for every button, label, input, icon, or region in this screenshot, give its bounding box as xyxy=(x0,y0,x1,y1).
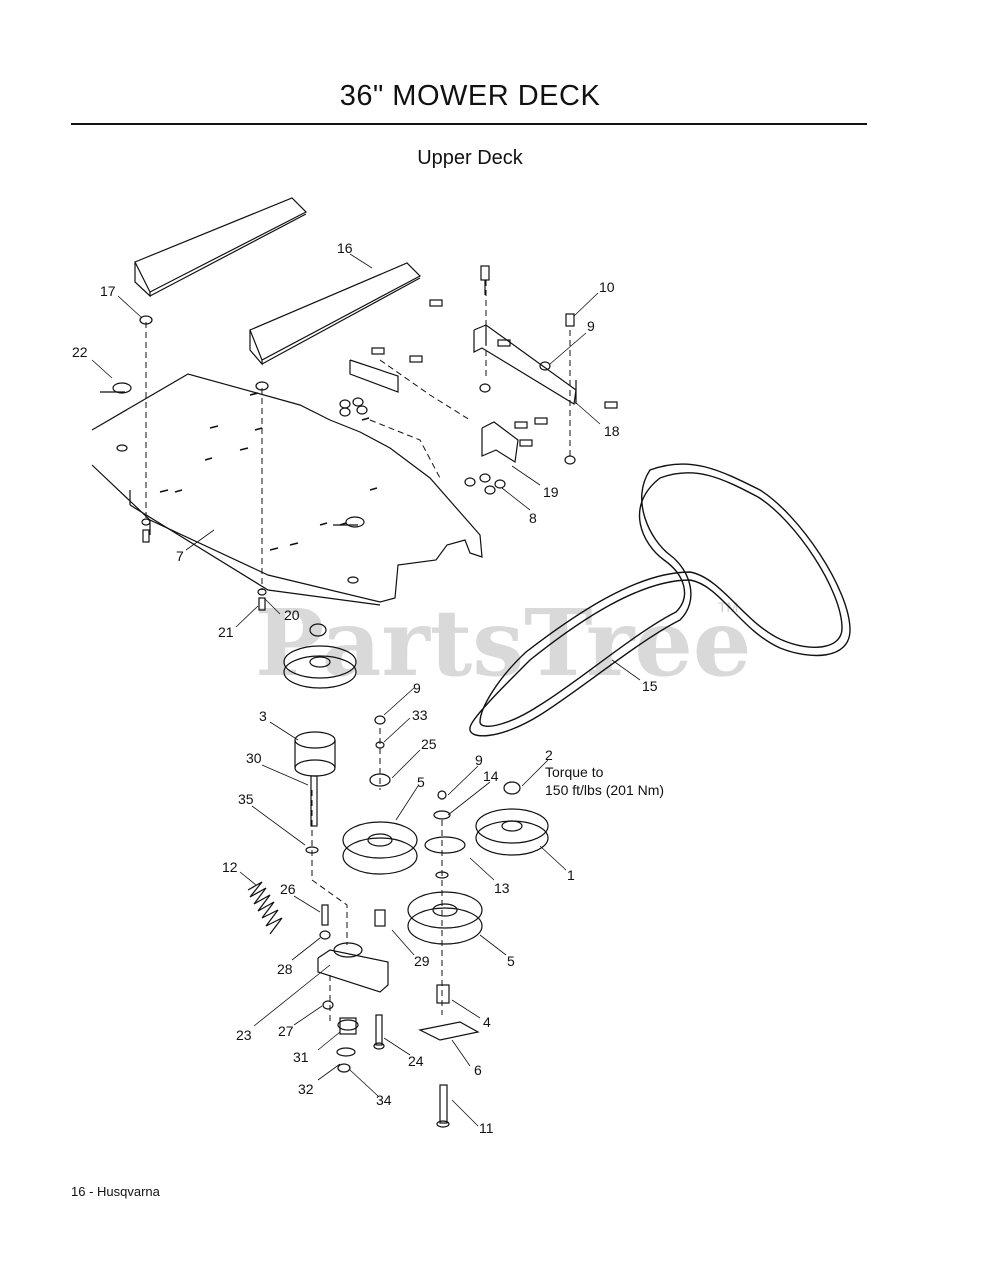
callout-32: 32 xyxy=(298,1081,314,1097)
callout-31: 31 xyxy=(293,1049,309,1065)
title-rule xyxy=(71,123,867,125)
bracket-19 xyxy=(481,421,519,464)
belt-cover-right xyxy=(249,262,421,366)
callout-29: 29 xyxy=(414,953,430,969)
deck-plate xyxy=(91,373,483,606)
callout-10: 10 xyxy=(599,279,615,295)
torque-note-line2: 150 ft/lbs (201 Nm) xyxy=(545,782,664,798)
callout-1: 1 xyxy=(567,867,575,883)
callout-9-right: 9 xyxy=(475,752,483,768)
callout-labels: 17 22 16 10 9 18 19 8 7 20 21 15 9 33 3 … xyxy=(72,240,664,1136)
callout-14: 14 xyxy=(483,768,499,784)
page-title: 36" MOWER DECK xyxy=(339,80,601,112)
page-footer: 16 - Husqvarna xyxy=(71,1184,160,1199)
callout-21: 21 xyxy=(218,624,234,640)
idler-arm xyxy=(317,904,389,1073)
callout-7: 7 xyxy=(176,548,184,564)
callout-3: 3 xyxy=(259,708,267,724)
idler-pulley-lower xyxy=(407,790,483,1004)
callout-15: 15 xyxy=(642,678,658,694)
callout-30: 30 xyxy=(246,750,262,766)
callout-22: 22 xyxy=(72,344,88,360)
callout-20: 20 xyxy=(284,607,300,623)
callout-13: 13 xyxy=(494,880,510,896)
pulley-top xyxy=(283,623,357,689)
callout-17: 17 xyxy=(100,283,116,299)
hardware-top xyxy=(339,265,618,495)
callout-12: 12 xyxy=(222,859,238,875)
idler-pulley-upper xyxy=(342,715,418,927)
callout-34: 34 xyxy=(376,1092,392,1108)
callout-19: 19 xyxy=(543,484,559,500)
drive-pulley xyxy=(475,781,549,856)
callout-9-mid: 9 xyxy=(413,680,421,696)
bracket-18 xyxy=(473,324,577,405)
callout-23: 23 xyxy=(236,1027,252,1043)
drive-belt xyxy=(469,463,851,737)
callout-11: 11 xyxy=(479,1120,494,1136)
callout-24: 24 xyxy=(408,1053,424,1069)
callout-2: 2 xyxy=(545,747,553,763)
callout-5-lower: 5 xyxy=(507,953,515,969)
spacer-3 xyxy=(294,731,336,854)
tension-spring xyxy=(247,881,283,935)
callout-5-upper: 5 xyxy=(417,774,425,790)
callout-35: 35 xyxy=(238,791,254,807)
callout-26: 26 xyxy=(280,881,296,897)
callout-27: 27 xyxy=(278,1023,294,1039)
callout-16: 16 xyxy=(337,240,353,256)
torque-note-line1: Torque to xyxy=(545,764,604,780)
diagram-subtitle: Upper Deck xyxy=(417,147,523,169)
callout-6: 6 xyxy=(474,1062,482,1078)
drawing-lines xyxy=(91,197,851,1128)
belt-cover-left xyxy=(134,197,308,298)
callout-28: 28 xyxy=(277,961,293,977)
callout-18: 18 xyxy=(604,423,620,439)
callout-4: 4 xyxy=(483,1014,491,1030)
callout-9-top: 9 xyxy=(587,318,595,334)
plate-and-bolt xyxy=(418,1021,480,1128)
watermark-text: PartsTree xyxy=(255,589,751,697)
callout-33: 33 xyxy=(412,707,428,723)
deck-fittings xyxy=(100,315,365,611)
callout-25: 25 xyxy=(421,736,437,752)
callout-8: 8 xyxy=(529,510,537,526)
